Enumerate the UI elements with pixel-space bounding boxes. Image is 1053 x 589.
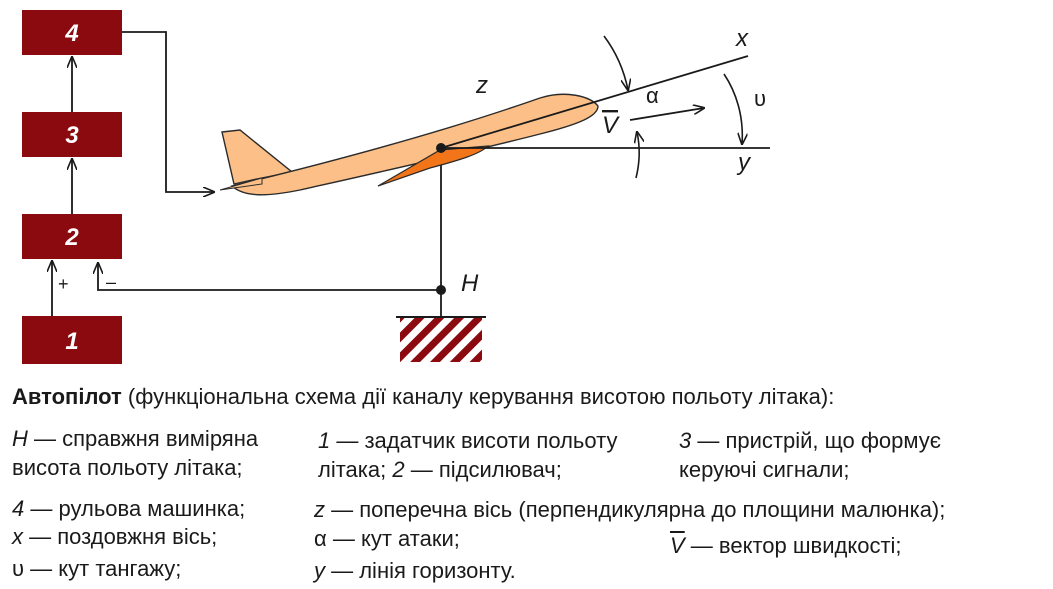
block-1: 1 xyxy=(22,316,122,364)
legend-3-cont: керуючі сигнали; xyxy=(679,457,850,482)
label-alpha: α xyxy=(646,83,659,108)
block-1-label: 1 xyxy=(65,328,78,355)
label-theta: υ xyxy=(754,86,766,111)
legend-3: 3 — пристрій, що формує xyxy=(679,428,941,453)
legend-H-cont: висота польоту літака; xyxy=(12,455,243,480)
label-y: y xyxy=(736,149,752,176)
label-z: z xyxy=(475,72,488,99)
legend-1: 1 — задатчик висоти польоту xyxy=(318,428,618,453)
block-2-label: 2 xyxy=(64,224,79,251)
feedback-line xyxy=(98,263,441,291)
legend-z: z — поперечна вісь (перпендикулярна до п… xyxy=(314,497,946,522)
caption-title: Автопілот (функціональна схема дії канал… xyxy=(12,384,834,410)
minus-sign: – xyxy=(106,272,116,292)
airplane-wing xyxy=(377,145,490,187)
legend-4: 4 — рульова машинка; xyxy=(12,496,246,521)
theta-arc xyxy=(723,73,742,144)
plus-sign: + xyxy=(58,274,69,294)
label-x: x xyxy=(735,25,749,52)
legend-theta: υ — кут тангажу; xyxy=(12,556,182,581)
block-2: 2 xyxy=(22,214,122,259)
legend-x: x — поздовжня вісь; xyxy=(12,524,218,549)
airplane xyxy=(219,93,599,196)
block-3-label: 3 xyxy=(65,122,79,149)
label-V: V xyxy=(602,112,620,139)
legend-1-2: літака; 2 — підсилювач; xyxy=(318,457,562,482)
legend-y: y — лінія горизонту. xyxy=(314,558,516,583)
velocity-vector xyxy=(629,108,704,121)
block-4-label: 4 xyxy=(64,20,78,47)
block-3: 3 xyxy=(22,112,122,157)
legend-H: H — справжня виміряна xyxy=(12,426,259,451)
block-4: 4 xyxy=(22,10,122,55)
alpha-arc-top xyxy=(603,35,628,90)
autopilot-diagram: 4 3 2 1 + – H x y z V α xyxy=(22,10,770,364)
alpha-arc-bottom xyxy=(636,132,639,179)
ground-hatch xyxy=(400,318,482,362)
legend-V: V — вектор швидкості; xyxy=(670,533,902,558)
caption-title-rest: (функціональна схема дії каналу керуванн… xyxy=(121,384,835,409)
altitude-point xyxy=(436,285,446,295)
x-axis-line xyxy=(440,55,749,149)
control-line xyxy=(122,31,214,192)
caption-title-bold: Автопілот xyxy=(12,384,122,409)
legend-alpha: α — кут атаки; xyxy=(314,526,460,551)
airplane-stabilizer xyxy=(219,177,263,191)
airplane-fuselage xyxy=(230,93,599,196)
label-H: H xyxy=(461,270,479,297)
